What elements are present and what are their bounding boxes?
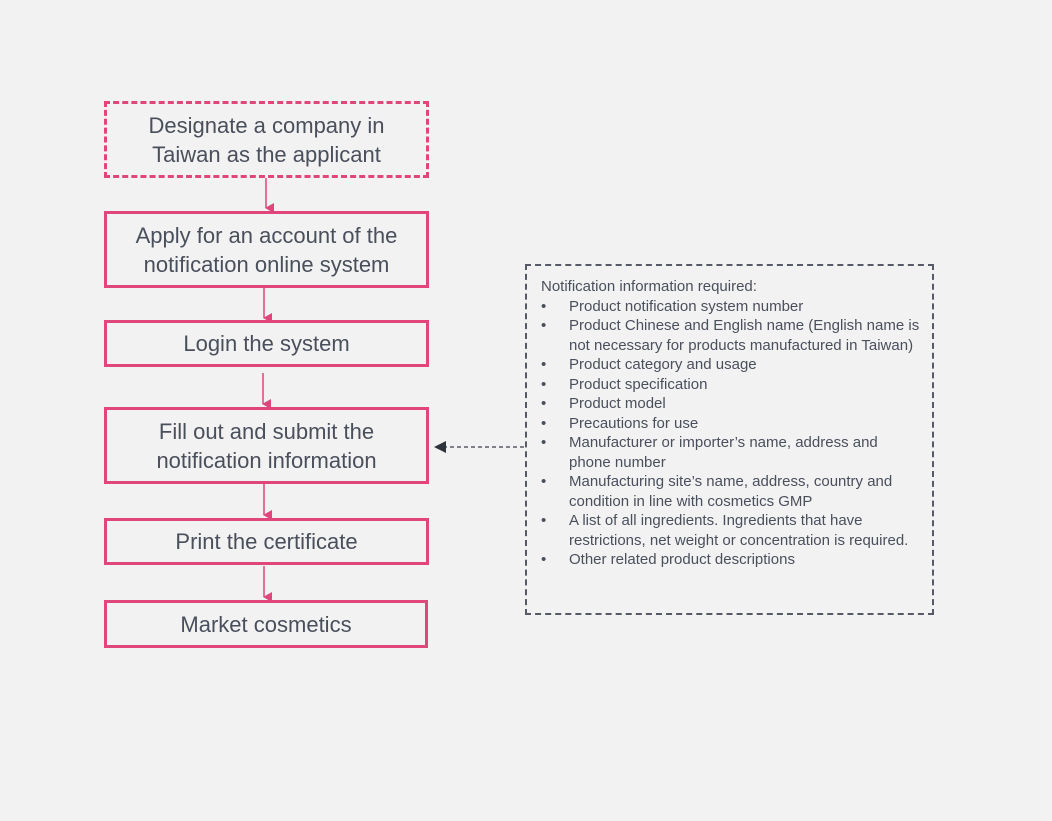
note-item-text: Other related product descriptions <box>569 551 795 568</box>
step-login: Login the system <box>104 320 429 367</box>
note-item-text: Precautions for use <box>569 414 699 432</box>
step-label: Fill out and submit the notification inf… <box>156 418 377 473</box>
bullet: • <box>541 434 547 451</box>
note-item-text: Product category and usage <box>569 356 757 373</box>
note-item-text: A list of all ingredients. Ingredients t… <box>569 512 909 549</box>
bullet: • <box>541 375 547 393</box>
note-item: • A list of all ingredients. Ingredients … <box>541 511 920 550</box>
note-item-text: Manufacturing site’s name, address, coun… <box>569 473 893 510</box>
step-label: Designate a company in Taiwan as the app… <box>148 112 385 167</box>
step-designate-applicant: Designate a company in Taiwan as the app… <box>104 101 429 178</box>
note-item-text: Product notification system number <box>569 297 804 315</box>
notification-info-box: Notification information required: • Prod… <box>525 264 934 615</box>
bullet: • <box>541 414 547 432</box>
bullet: • <box>541 473 547 490</box>
step-label: Market cosmetics <box>180 611 352 637</box>
step-label: Apply for an account of the notification… <box>135 222 398 277</box>
note-item: • Other related product descriptions <box>541 550 920 570</box>
note-item-text: Product Chinese and English name (Englis… <box>569 317 920 354</box>
bullet: • <box>541 551 547 568</box>
note-item: • Product notification system number <box>541 297 920 317</box>
note-list: • Product notification system number • Pro… <box>541 297 920 570</box>
step-print-certificate: Print the certificate <box>104 518 429 565</box>
step-label: Login the system <box>183 331 350 356</box>
note-item-text: Product model <box>569 395 666 412</box>
bullet: • <box>541 317 547 334</box>
note-item: • Product specification <box>541 375 920 395</box>
note-item: • Product Chinese and English name (Engli… <box>541 316 920 355</box>
step-market-cosmetics: Market cosmetics <box>104 600 428 648</box>
note-item-text: Product specification <box>569 375 708 393</box>
step-apply-account: Apply for an account of the notification… <box>104 211 429 288</box>
note-title: Notification information required: <box>541 278 757 295</box>
note-item: • Manufacturing site’s name, address, cou… <box>541 472 920 511</box>
step-label: Print the certificate <box>175 529 358 554</box>
bullet: • <box>541 297 547 315</box>
note-item: • Product category and usage <box>541 355 920 375</box>
bullet: • <box>541 395 547 412</box>
note-item: • Product model <box>541 394 920 414</box>
bullet: • <box>541 512 547 529</box>
bullet: • <box>541 356 547 373</box>
note-item: • Precautions for use <box>541 414 920 434</box>
note-item-text: Manufacturer or importer’s name, address… <box>569 434 878 471</box>
dashed-link-arrowhead <box>434 441 446 453</box>
note-item: • Manufacturer or importer’s name, addres… <box>541 433 920 472</box>
step-submit-notification: Fill out and submit the notification inf… <box>104 407 429 484</box>
